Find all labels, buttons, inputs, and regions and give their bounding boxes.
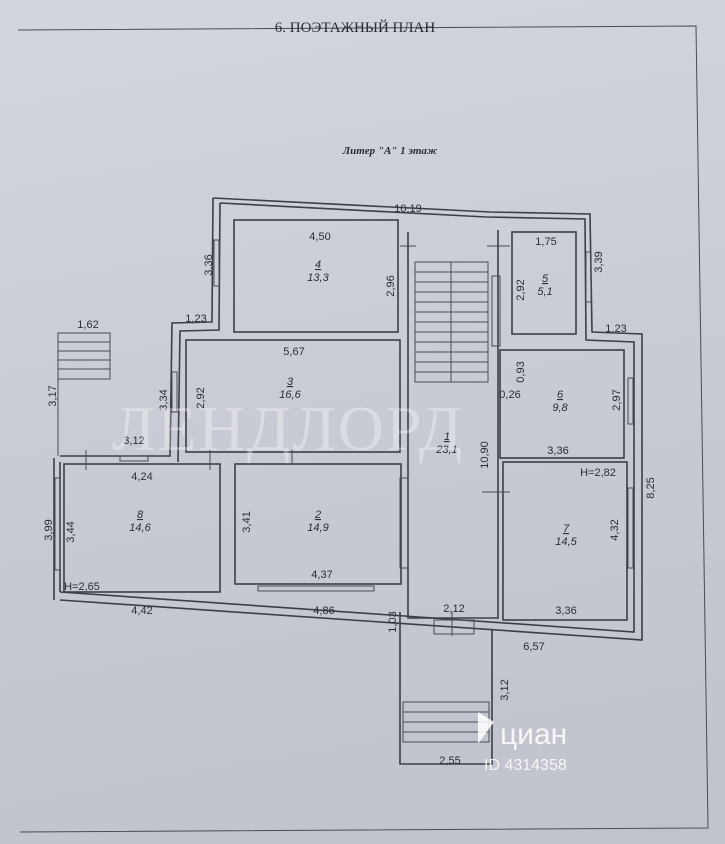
room-area-1: 23,1 bbox=[435, 444, 457, 456]
room-5 bbox=[511, 231, 577, 335]
dimension-label: 10,90 bbox=[479, 441, 491, 469]
room-7 bbox=[502, 461, 628, 621]
staircase bbox=[414, 261, 489, 383]
room-number-1: 1 bbox=[444, 431, 450, 443]
room-number-7: 7 bbox=[563, 523, 570, 535]
dimension-label: 4,86 bbox=[313, 605, 334, 617]
dimension-label: 4,42 bbox=[131, 605, 152, 617]
room-area-6: 9,8 bbox=[552, 402, 568, 414]
doors bbox=[85, 245, 510, 636]
room-1-corridor bbox=[407, 230, 499, 619]
plan-subtitle: Литер "А" 1 этаж bbox=[342, 145, 438, 157]
cian-brand: циан bbox=[500, 718, 567, 751]
dimension-label: 2,97 bbox=[611, 389, 623, 410]
dimension-label: 3,12 bbox=[499, 679, 511, 700]
room-number-2: 2 bbox=[314, 509, 321, 521]
dimension-label: 4,24 bbox=[131, 471, 152, 483]
dimension-label: 3,41 bbox=[241, 511, 253, 532]
room-number-6: 6 bbox=[557, 389, 564, 401]
dimension-label: 2,92 bbox=[515, 279, 527, 300]
room-number-8: 8 bbox=[137, 509, 144, 521]
dimension-labels: 10,19 4,50 1,75 3,36 3,39 2,96 2,92 1,62 1,23 1,2… bbox=[43, 203, 657, 767]
dimension-label: 1,23 bbox=[185, 313, 206, 325]
windows bbox=[54, 239, 634, 592]
cian-listing-id: ID 4314358 bbox=[484, 757, 567, 774]
side-steps bbox=[57, 332, 111, 456]
dimension-label: 4,37 bbox=[311, 569, 332, 581]
dimension-label: 10,19 bbox=[394, 203, 422, 215]
dimension-label: Н=2,82 bbox=[580, 467, 616, 479]
page-border bbox=[17, 25, 709, 833]
dimension-label: 3,17 bbox=[47, 385, 59, 406]
dimension-label: 2,92 bbox=[195, 387, 207, 408]
dimension-label: 0,93 bbox=[515, 361, 527, 382]
room-number-3: 3 bbox=[287, 376, 294, 388]
dimension-label: 4,50 bbox=[309, 231, 330, 243]
room-4 bbox=[233, 219, 399, 333]
room-6 bbox=[499, 349, 625, 459]
dimension-label: 6,57 bbox=[523, 641, 544, 653]
dimension-label: 2,12 bbox=[443, 603, 464, 615]
dimension-label: 2,55 bbox=[439, 755, 460, 767]
room-2 bbox=[234, 463, 402, 585]
dimension-label: 1,03 bbox=[387, 611, 399, 632]
room-8 bbox=[63, 463, 221, 593]
dimension-label: 3,39 bbox=[593, 251, 605, 272]
room-area-7: 14,5 bbox=[555, 536, 577, 548]
dimension-label: 3,44 bbox=[65, 521, 77, 542]
dimension-label: 3,36 bbox=[203, 254, 215, 275]
dimension-label: 5,67 bbox=[283, 346, 304, 358]
room-area-3: 16,6 bbox=[279, 389, 301, 401]
room-labels: 123,1 214,9 316,6 413,3 55,1 69,8 714,5 814,6 bbox=[129, 259, 577, 548]
room-area-4: 13,3 bbox=[307, 272, 329, 284]
dimension-label: 1,62 bbox=[77, 319, 98, 331]
dimension-label: 1,75 bbox=[535, 236, 556, 248]
room-area-5: 5,1 bbox=[537, 286, 552, 298]
watermark-text: ЛЕНДЛОРД bbox=[112, 393, 464, 464]
dimension-label: 2,96 bbox=[385, 275, 397, 296]
dimension-label: 3,34 bbox=[158, 389, 170, 410]
room-3 bbox=[185, 339, 401, 453]
dimension-label: Н=2,65 bbox=[64, 581, 100, 593]
dimension-label: 3,99 bbox=[43, 519, 55, 540]
dimension-label: 8,25 bbox=[645, 477, 657, 498]
cian-logo: циан ID 4314358 bbox=[478, 712, 567, 774]
page-title: 6. ПОЭТАЖНЫЙ ПЛАН bbox=[275, 19, 436, 36]
dimension-label: 3,36 bbox=[547, 445, 568, 457]
dimension-label: 3,36 bbox=[555, 605, 576, 617]
room-area-8: 14,6 bbox=[129, 522, 151, 534]
dimension-label: 4,32 bbox=[609, 519, 621, 540]
dimension-label: 3,12 bbox=[123, 435, 144, 447]
dimension-label: 0,26 bbox=[499, 389, 520, 401]
room-area-2: 14,9 bbox=[307, 522, 328, 534]
dimension-label: 1,23 bbox=[605, 323, 626, 335]
room-number-5: 5 bbox=[542, 273, 549, 285]
room-number-4: 4 bbox=[315, 259, 321, 271]
